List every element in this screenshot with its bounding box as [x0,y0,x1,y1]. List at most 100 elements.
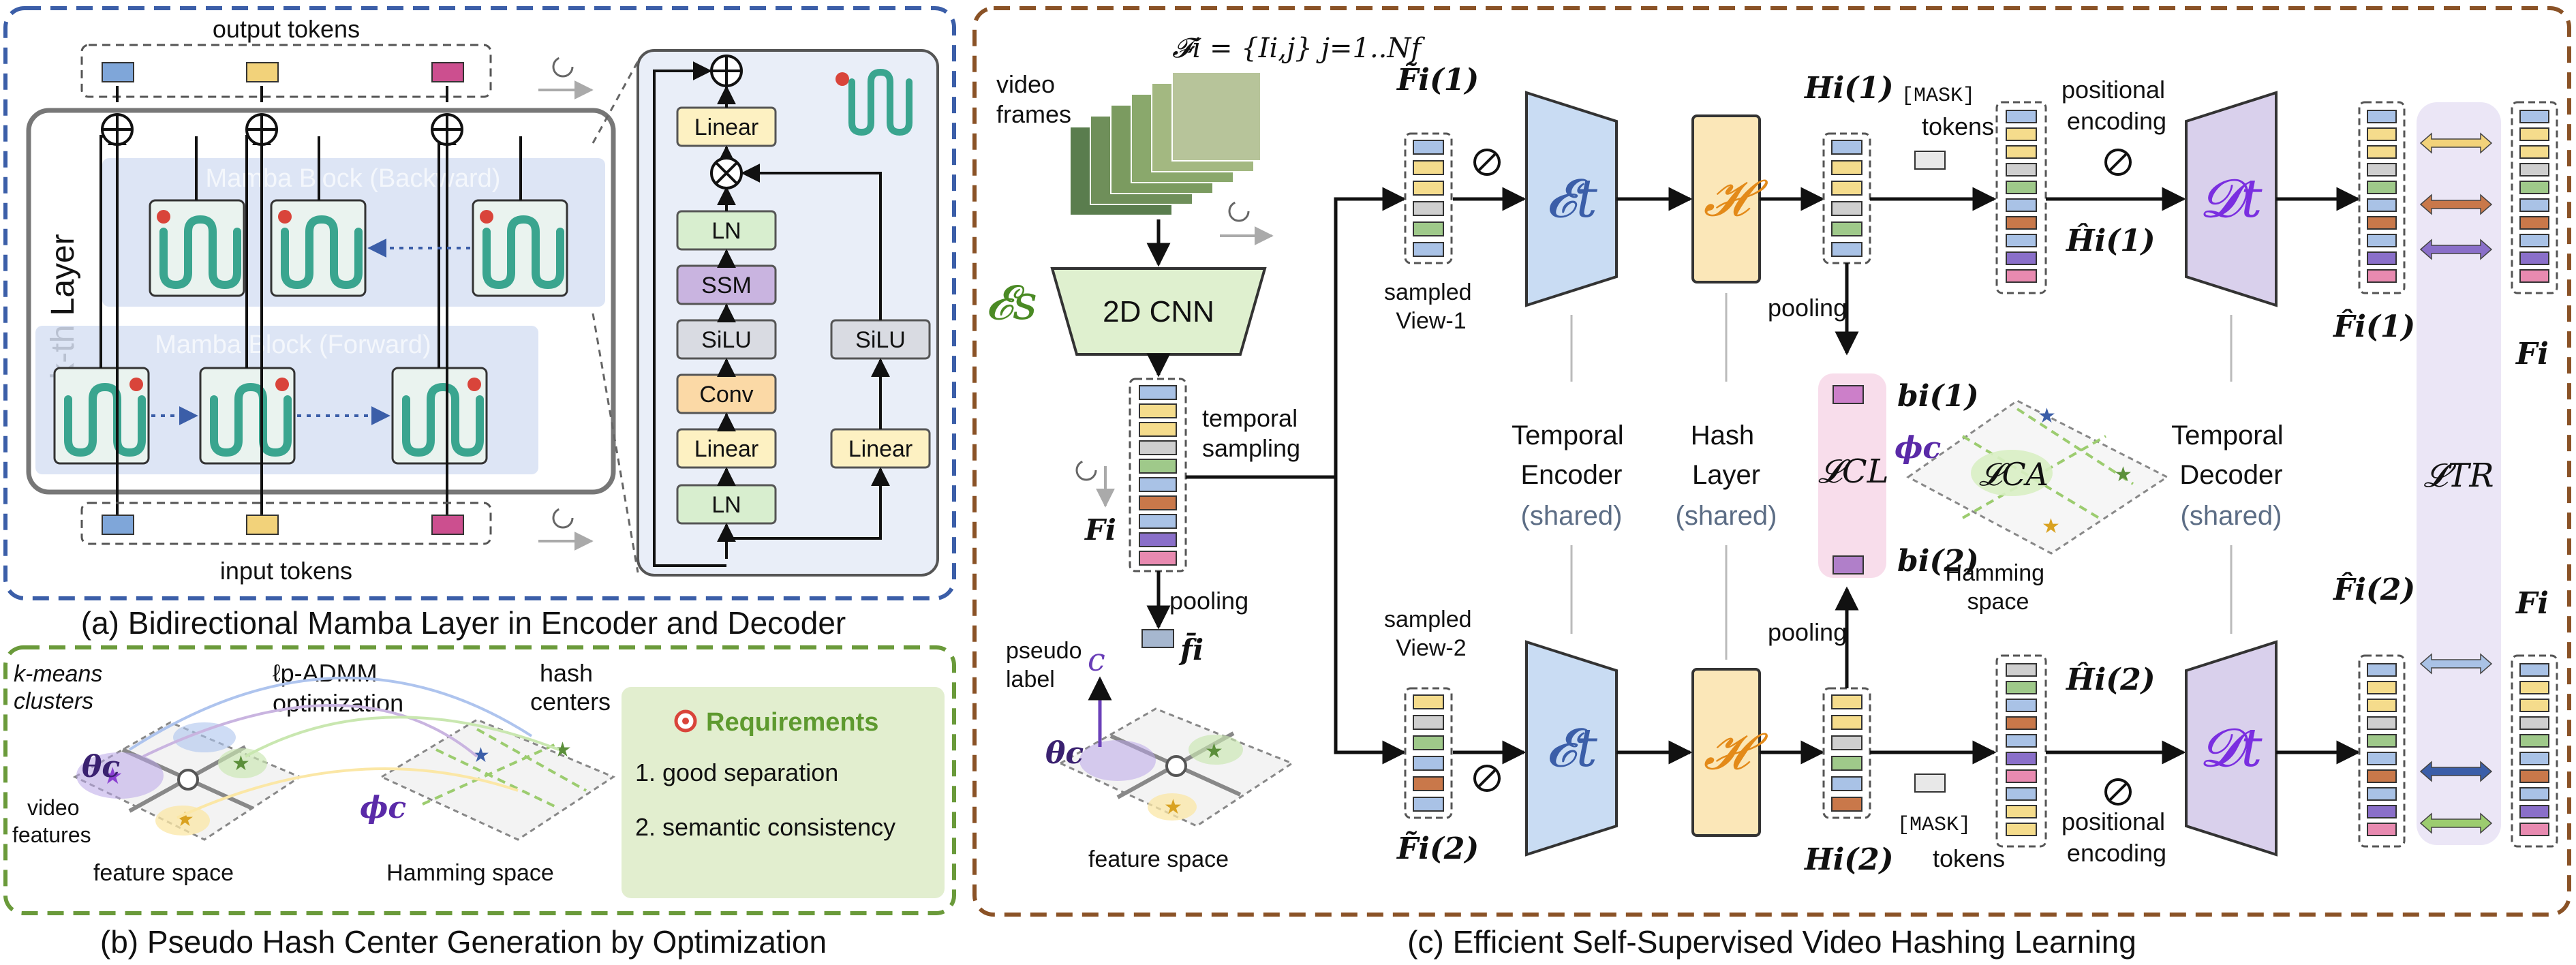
hash-layer-line2: Layer [1692,460,1760,490]
token-cube [2367,251,2397,265]
token-cube [2519,769,2549,783]
token-cube [1413,140,1444,155]
feature-token-column [1139,385,1177,566]
refresh-icon [552,507,574,529]
video-features-label: video features [12,795,91,847]
pooling-label-bottom: pooling [1768,618,1847,646]
apple-icon [157,210,170,224]
star-icon: ★ [1164,796,1182,818]
token-cube [1413,756,1444,771]
f-bar-label: f̄i [1178,632,1203,667]
F-i-right-bottom: Fi [2515,586,2549,621]
mamba-detail-icon [835,68,913,136]
star-icon: ★ [2038,405,2056,427]
token-cube [2367,699,2397,712]
token-cube [1413,201,1444,216]
cluster-blob [1189,735,1243,765]
sampling-branches [1186,187,1407,765]
output-tokens-box [80,44,492,98]
recon-frame-top [2358,101,2406,294]
pooled-feature-token [1141,629,1174,648]
token-cube [1139,477,1177,492]
pseudo-label-line2: label [1006,667,1055,692]
reconstruction-arrow [2419,132,2493,154]
merged-token-column-top [2006,110,2037,283]
requirement-item: 1. good separation [635,759,838,786]
token-cube [1139,422,1177,437]
theta-label-c: θc [1045,736,1084,771]
mamba-detail-nodes [710,55,743,189]
token-cube [2519,269,2549,283]
apple-icon [835,72,849,86]
pos-enc-line2: encoding [2067,107,2166,135]
hamming-grid [422,728,587,810]
video-frames-line2: frames [996,100,1071,128]
token-cube [1831,160,1862,175]
temporal-encoder-bottom [1525,640,1618,857]
mamba-op-labels: Linear LN SSM SiLU Conv Linear LN SiLU L… [694,114,913,518]
token-cube [2367,127,2397,141]
video-frames-stack [1069,72,1261,216]
snake-icon [482,215,564,290]
view1-line2: View-1 [1396,308,1466,334]
token-cube [1831,201,1862,216]
token-cube [1831,242,1862,257]
forward-block-label: Mamba Block (Forward) [155,331,431,359]
hash-code-b1 [1833,385,1864,404]
video-features-line1: video [27,795,80,820]
token-cube [1139,459,1177,474]
target-frame-top [2511,101,2558,294]
token-cube [2006,251,2037,265]
hash-code-column-bottom [1831,694,1862,812]
token-cube [2006,752,2037,765]
token-cube [2519,787,2549,801]
video-frames-label: video frames [996,70,1071,128]
op-label: LN [711,218,741,244]
op-label: Linear [694,436,759,462]
token-cube [2519,823,2549,836]
input-token-cubes [102,515,464,535]
token-cube [1139,495,1177,510]
op-label: Conv [699,382,753,408]
recon-column-top [2367,110,2397,283]
H-hat-1-label: Ĥi(1) [2065,222,2156,258]
cluster-blobs [76,722,267,836]
reconstruction-arrow [2419,761,2493,782]
token-cube [2006,734,2037,748]
pseudo-label-line1: pseudo [1006,638,1082,664]
token-cube [2367,110,2397,123]
temporal-sampling-line2: sampling [1202,434,1300,462]
view2-token-column [1413,694,1444,812]
reconstruction-arrows [2419,132,2493,834]
token-cube [2367,145,2397,159]
snake-icon [281,215,363,290]
tokens-label-top: tokens [1922,112,1994,140]
snake-icon [848,68,913,136]
encoder-symbol: 𝓔t [1546,718,1598,779]
token-cube [1413,735,1444,750]
view1-token-frame [1404,132,1453,264]
hash-centers-label: hash centers [530,659,611,716]
requirements-box [622,687,945,898]
pooling-label-top: pooling [1768,294,1847,322]
hamming-space-label: Hamming space [386,860,554,886]
token-cube [1139,514,1177,529]
cluster-blob [1148,793,1197,821]
token-cube [2519,234,2549,247]
backward-block-label: Mamba Block (Backward) [206,164,501,193]
cnn-block [1050,267,1267,356]
refresh-icon [1228,200,1250,222]
reconstruction-arrow [2419,194,2493,215]
loss-ca-label: 𝓛CA [1979,456,2049,493]
temporal-decoder-line2: Decoder [2179,460,2282,490]
op-label: Linear [848,436,913,462]
token-cube [2367,216,2397,230]
token-cube [2519,110,2549,123]
loss-ca-region [1971,450,2053,496]
requirements-title: Requirements [706,708,878,737]
token-cube [2519,198,2549,212]
positional-op-icon [2104,149,2132,176]
positional-op-icon [2104,778,2132,806]
panel-b-border [3,645,956,915]
